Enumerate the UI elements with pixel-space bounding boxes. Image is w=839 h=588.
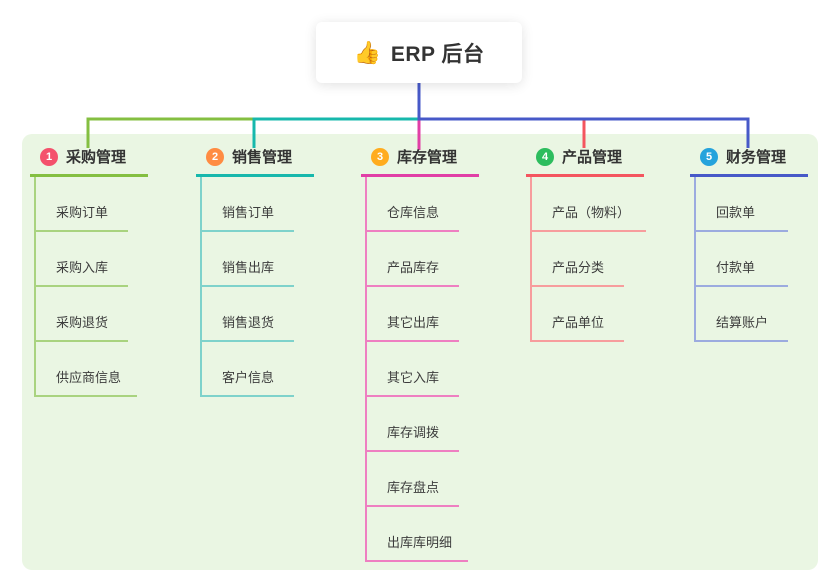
child-label: 产品分类	[532, 257, 624, 287]
branch-title[interactable]: 1 采购管理	[30, 140, 148, 177]
child-node[interactable]: 销售退货	[202, 287, 294, 342]
child-label: 销售出库	[202, 257, 294, 287]
branch-column-3: 3 库存管理 仓库信息 产品库存 其它出库 其它入库 库存调拨 库存盘点 出库库…	[361, 140, 526, 562]
root-node[interactable]: 👍 ERP 后台	[316, 22, 522, 83]
branch-title[interactable]: 5 财务管理	[690, 140, 808, 177]
child-label: 库存调拨	[367, 422, 459, 452]
branch-children: 仓库信息 产品库存 其它出库 其它入库 库存调拨 库存盘点 出库库明细	[365, 177, 469, 562]
child-node[interactable]: 销售订单	[202, 177, 294, 232]
child-node[interactable]: 产品分类	[532, 232, 646, 287]
child-label: 采购入库	[36, 257, 128, 287]
child-label: 仓库信息	[367, 202, 459, 232]
child-node[interactable]: 产品单位	[532, 287, 646, 342]
child-node[interactable]: 出库库明细	[367, 507, 469, 562]
child-node[interactable]: 产品库存	[367, 232, 468, 287]
child-label: 产品库存	[367, 257, 459, 287]
child-label: 采购退货	[36, 312, 128, 342]
branch-label: 库存管理	[397, 149, 458, 166]
branch-title[interactable]: 2 销售管理	[196, 140, 314, 177]
branch-column-2: 2 销售管理 销售订单 销售出库 销售退货 客户信息	[196, 140, 361, 397]
child-node[interactable]: 付款单	[696, 232, 788, 287]
child-node[interactable]: 库存调拨	[367, 397, 468, 452]
child-node[interactable]: 库存盘点	[367, 452, 468, 507]
child-node[interactable]: 其它入库	[367, 342, 468, 397]
child-label: 回款单	[696, 202, 788, 232]
child-label: 其它入库	[367, 367, 459, 397]
child-node[interactable]: 其它出库	[367, 287, 468, 342]
branch-number-badge: 1	[40, 147, 58, 166]
child-label: 供应商信息	[36, 367, 138, 397]
branch-label: 采购管理	[66, 149, 127, 166]
branch-children: 销售订单 销售出库 销售退货 客户信息	[200, 177, 294, 397]
branch-column-1: 1 采购管理 采购订单 采购入库 采购退货 供应商信息	[30, 140, 195, 397]
child-node[interactable]: 仓库信息	[367, 177, 468, 232]
branch-label: 销售管理	[232, 149, 293, 166]
branch-number-badge: 5	[700, 147, 718, 166]
child-node[interactable]: 产品（物料）	[532, 177, 647, 232]
child-label: 出库库明细	[367, 532, 469, 562]
branch-label: 产品管理	[562, 149, 623, 166]
child-node[interactable]: 采购入库	[36, 232, 137, 287]
child-label: 采购订单	[36, 202, 128, 232]
branch-number-badge: 3	[371, 147, 389, 166]
branch-children: 产品（物料） 产品分类 产品单位	[530, 177, 647, 342]
child-label: 付款单	[696, 257, 788, 287]
child-node[interactable]: 采购订单	[36, 177, 137, 232]
branch-number-badge: 2	[206, 147, 224, 166]
child-node[interactable]: 客户信息	[202, 342, 294, 397]
branch-title[interactable]: 3 库存管理	[361, 140, 479, 177]
branch-label: 财务管理	[726, 149, 787, 166]
child-label: 产品单位	[532, 312, 624, 342]
child-node[interactable]: 供应商信息	[36, 342, 138, 397]
child-label: 结算账户	[696, 312, 788, 342]
child-label: 库存盘点	[367, 477, 459, 507]
child-label: 销售退货	[202, 312, 294, 342]
branch-number-badge: 4	[536, 147, 554, 166]
mindmap-panel	[22, 134, 818, 570]
child-node[interactable]: 回款单	[696, 177, 788, 232]
child-label: 销售订单	[202, 202, 294, 232]
branch-column-5: 5 财务管理 回款单 付款单 结算账户	[690, 140, 839, 342]
child-node[interactable]: 结算账户	[696, 287, 788, 342]
child-label: 其它出库	[367, 312, 459, 342]
child-label: 客户信息	[202, 367, 294, 397]
thumbs-up-icon: 👍	[353, 39, 381, 65]
branch-children: 采购订单 采购入库 采购退货 供应商信息	[34, 177, 138, 397]
child-node[interactable]: 采购退货	[36, 287, 137, 342]
root-label: ERP 后台	[390, 42, 485, 66]
child-label: 产品（物料）	[532, 202, 647, 232]
child-node[interactable]: 销售出库	[202, 232, 294, 287]
branch-column-4: 4 产品管理 产品（物料） 产品分类 产品单位	[526, 140, 691, 342]
branch-children: 回款单 付款单 结算账户	[694, 177, 788, 342]
branch-title[interactable]: 4 产品管理	[526, 140, 644, 177]
